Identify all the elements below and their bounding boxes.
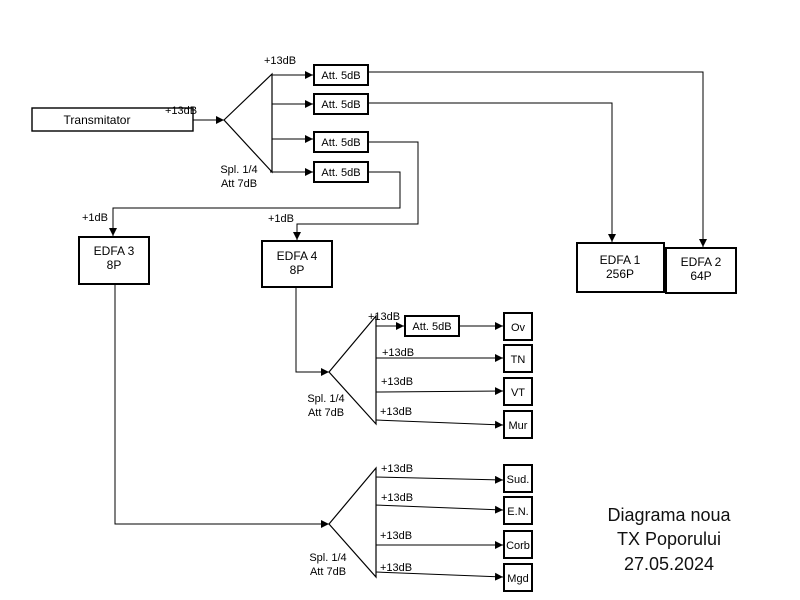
link-s2-vt — [375, 387, 504, 396]
dest-en: E.N. — [503, 496, 533, 525]
edfa-2: EDFA 2 64P — [665, 247, 737, 294]
edfa-3: EDFA 3 8P — [78, 236, 150, 285]
link-edfa4-splitter2 — [295, 287, 329, 376]
attenuator-4: Att. 5dB — [313, 161, 369, 183]
splitter-1 — [223, 72, 273, 174]
level-edfa4-in: +1dB — [268, 213, 294, 225]
splitter-3-label: Spl. 1/4 Att 7dB — [309, 552, 346, 578]
edfa-2-ports: 64P — [690, 269, 711, 283]
level-s3-out1: +13dB — [381, 463, 413, 475]
edfa-4: EDFA 4 8P — [261, 240, 333, 288]
level-labels: +13dB +13dB +1dB +1dB +13dB +13dB +13dB … — [82, 55, 414, 574]
dest-mur-label: Mur — [509, 420, 528, 432]
dest-mur: Mur — [503, 410, 533, 439]
dest-vt: VT — [503, 377, 533, 406]
attenuator-3: Att. 5dB — [313, 131, 369, 153]
splitter-1-ratio: Spl. 1/4 — [220, 164, 257, 176]
edfa-4-name: EDFA 4 — [277, 249, 318, 263]
edfa-2-name: EDFA 2 — [681, 255, 722, 269]
level-s3-out3: +13dB — [380, 530, 412, 542]
splitter-3 — [328, 466, 377, 579]
dest-sud-label: Sud. — [507, 474, 530, 486]
splitter-2 — [328, 314, 377, 426]
level-s2-out1: +13dB — [368, 311, 400, 323]
link-s3-sud — [373, 475, 504, 484]
edfa-1-ports: 256P — [606, 267, 634, 281]
link-s2-mur — [375, 419, 504, 429]
edfa-3-name: EDFA 3 — [94, 244, 135, 258]
title-line-1: Diagrama noua — [607, 505, 731, 525]
splitter-3-att: Att 7dB — [310, 566, 346, 578]
splitter-2-ratio: Spl. 1/4 — [307, 393, 344, 405]
attenuator-5: Att. 5dB — [404, 315, 460, 337]
dest-corb: Corb — [503, 530, 533, 559]
attenuator-2: Att. 5dB — [313, 93, 369, 115]
link-att4-edfa3 — [109, 171, 401, 236]
diagram-title: Diagrama noua TX Poporului 27.05.2024 — [607, 505, 731, 574]
link-att2-edfa1 — [368, 102, 616, 242]
dest-en-label: E.N. — [507, 506, 528, 518]
dest-ov-label: Ov — [511, 322, 526, 334]
attenuator-1: Att. 5dB — [313, 64, 369, 86]
level-s2-out3: +13dB — [381, 376, 413, 388]
link-att1-edfa2 — [368, 71, 707, 247]
link-edfa3-splitter3 — [114, 284, 329, 528]
edfa-3-ports: 8P — [107, 258, 122, 272]
edfa-1-name: EDFA 1 — [600, 253, 641, 267]
attenuator-4-label: Att. 5dB — [321, 167, 360, 179]
splitter-2-label: Spl. 1/4 Att 7dB — [307, 393, 344, 419]
level-edfa3-in: +1dB — [82, 212, 108, 224]
attenuator-3-label: Att. 5dB — [321, 137, 360, 149]
splitter-1-label: Spl. 1/4 Att 7dB — [220, 164, 257, 190]
dest-corb-label: Corb — [506, 540, 530, 552]
attenuator-2-label: Att. 5dB — [321, 99, 360, 111]
level-s2-out2: +13dB — [382, 347, 414, 359]
title-line-2: TX Poporului — [617, 529, 721, 549]
level-transmitter-out: +13dB — [165, 105, 197, 117]
splitter-3-ratio: Spl. 1/4 — [309, 552, 346, 564]
dest-vt-label: VT — [511, 387, 525, 399]
title-line-3: 27.05.2024 — [624, 554, 714, 574]
dest-mgd: Mgd — [503, 563, 533, 592]
edfa-4-ports: 8P — [290, 263, 305, 277]
link-s3-mgd — [375, 571, 504, 581]
edfa-1: EDFA 1 256P — [576, 242, 665, 293]
splitter-1-att: Att 7dB — [221, 178, 257, 190]
attenuator-1-label: Att. 5dB — [321, 70, 360, 82]
link-s3-en — [373, 504, 504, 514]
attenuator-5-label: Att. 5dB — [412, 321, 451, 333]
transmitter-label: Transmitator — [64, 113, 131, 127]
connectors — [109, 71, 707, 581]
level-s2-out4: +13dB — [380, 406, 412, 418]
level-s3-out4: +13dB — [380, 562, 412, 574]
dest-tn: TN — [503, 344, 533, 373]
splitter-2-att: Att 7dB — [308, 407, 344, 419]
dest-tn-label: TN — [511, 354, 526, 366]
dest-sud: Sud. — [503, 464, 533, 493]
link-att3-edfa4 — [293, 141, 419, 240]
dest-ov: Ov — [503, 312, 533, 341]
level-splitter1-out: +13dB — [264, 55, 296, 67]
dest-mgd-label: Mgd — [507, 573, 528, 585]
transmitter-box: Transmitator — [31, 107, 194, 132]
level-s3-out2: +13dB — [381, 492, 413, 504]
